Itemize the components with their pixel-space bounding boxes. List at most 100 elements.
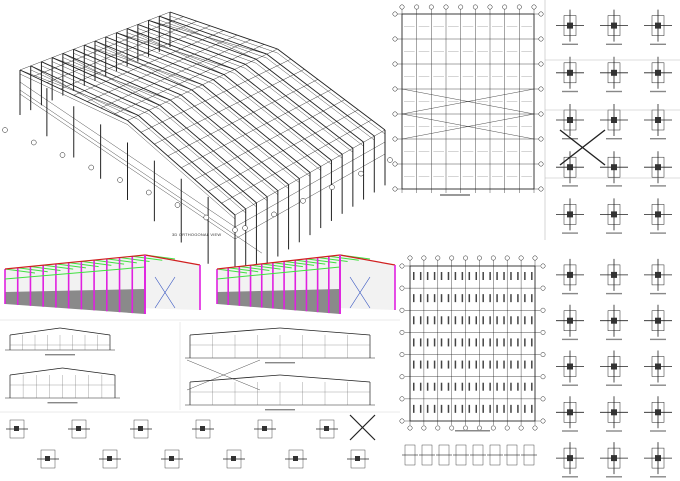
rafter-flange — [180, 98, 289, 189]
detail-bolt-group — [655, 455, 661, 462]
member-tag — [482, 272, 484, 280]
detail-title-line — [650, 430, 666, 432]
sheet-title-line — [45, 354, 75, 356]
purlin — [221, 119, 372, 204]
grid-bubble — [443, 4, 449, 10]
grid-bubble — [387, 157, 393, 163]
grid-bubble — [538, 86, 544, 92]
detail-bolt-group — [655, 164, 661, 171]
eave-beam — [216, 254, 341, 270]
grid-bubble — [399, 418, 405, 424]
detail-bolt-group — [567, 455, 573, 462]
member-tag — [454, 316, 457, 325]
detail-bolt-group — [655, 363, 661, 370]
member-tag — [454, 382, 457, 391]
grid-bubble — [502, 4, 508, 10]
detail-title-line — [562, 185, 578, 187]
purlin — [317, 257, 348, 263]
grid-bubble — [532, 425, 538, 431]
grid-bubble — [399, 352, 405, 358]
grid-bubble — [538, 136, 544, 142]
grid-bubble — [203, 214, 209, 221]
detail-bolts — [169, 456, 174, 461]
rafter — [62, 367, 116, 376]
member-tag — [461, 382, 464, 391]
rafter-flange — [159, 109, 268, 201]
member-tag — [510, 404, 512, 413]
grid-bubble — [476, 255, 482, 261]
roof-bracing — [94, 40, 192, 91]
grid-bubble — [146, 189, 152, 196]
purlin — [132, 255, 163, 261]
rafter-flange — [170, 103, 278, 195]
member-tag — [503, 360, 505, 369]
purlin — [33, 16, 184, 77]
member-tag — [426, 360, 429, 369]
grid-bubble — [2, 127, 8, 133]
wall-cladding — [5, 289, 145, 314]
member-tag — [461, 316, 464, 325]
detail-bolt-group — [611, 117, 617, 123]
member-tag — [433, 404, 436, 413]
grid-bubble — [463, 425, 469, 431]
roof-bracing — [62, 53, 160, 106]
grid-bubble — [540, 352, 546, 358]
detail-bolts — [324, 426, 329, 431]
purlin — [228, 267, 259, 273]
detail-title-line — [650, 232, 666, 234]
member-tag — [531, 382, 533, 391]
detail-bolt-group — [567, 69, 573, 76]
detail-bolt-group — [611, 22, 617, 29]
grid-bubble — [540, 396, 546, 402]
member-tag — [489, 360, 491, 369]
grid-bubble — [490, 425, 496, 431]
detail-bolt-group — [567, 164, 573, 171]
detail-bolt-group — [567, 271, 573, 278]
detail-bolt-group — [611, 271, 617, 278]
grid-bubble — [392, 136, 398, 142]
grid-bubble — [532, 255, 538, 261]
member-tag — [482, 382, 484, 391]
rafter-flange — [127, 124, 236, 220]
member-tag — [440, 294, 443, 303]
member-tag — [482, 360, 484, 369]
member-tag — [524, 360, 526, 369]
girt — [181, 198, 209, 218]
grid-bubble — [399, 307, 405, 313]
detail-bolt-group — [567, 409, 573, 416]
girt — [4, 266, 146, 280]
member-tag — [496, 294, 498, 303]
rafter — [9, 327, 61, 336]
roof-bracing — [127, 28, 225, 75]
detail-title-line — [606, 138, 622, 140]
member-tag — [475, 360, 477, 369]
detail-bolt-group — [611, 164, 617, 171]
member-tag — [482, 316, 484, 325]
grid-bubble — [399, 374, 405, 380]
grid-bubble — [31, 139, 37, 146]
grid-bubble — [540, 418, 546, 424]
member-tag — [496, 272, 498, 280]
member-tag — [468, 382, 471, 391]
rafter-flange — [213, 83, 321, 171]
grid-bubble — [518, 425, 524, 431]
member-tag — [447, 404, 450, 413]
purlin — [295, 259, 326, 265]
purlin — [154, 69, 305, 145]
member-tag — [433, 294, 436, 303]
member-tag — [510, 316, 512, 325]
girt — [208, 216, 236, 236]
grid-bubble — [540, 263, 546, 269]
member-tag — [482, 338, 484, 347]
plan-border — [409, 265, 536, 422]
iso-view-caption: 3D ORTHOGONAL VIEW — [172, 232, 221, 237]
detail-title-line — [650, 476, 666, 478]
detail-title-line — [606, 90, 622, 93]
member-tag — [524, 338, 526, 347]
member-tag — [524, 382, 526, 391]
grid-bubble — [463, 255, 469, 261]
detail-title-line — [606, 430, 622, 432]
detail-title-line — [606, 43, 622, 45]
member-tag — [510, 294, 512, 303]
sheet-title-line — [47, 402, 78, 404]
